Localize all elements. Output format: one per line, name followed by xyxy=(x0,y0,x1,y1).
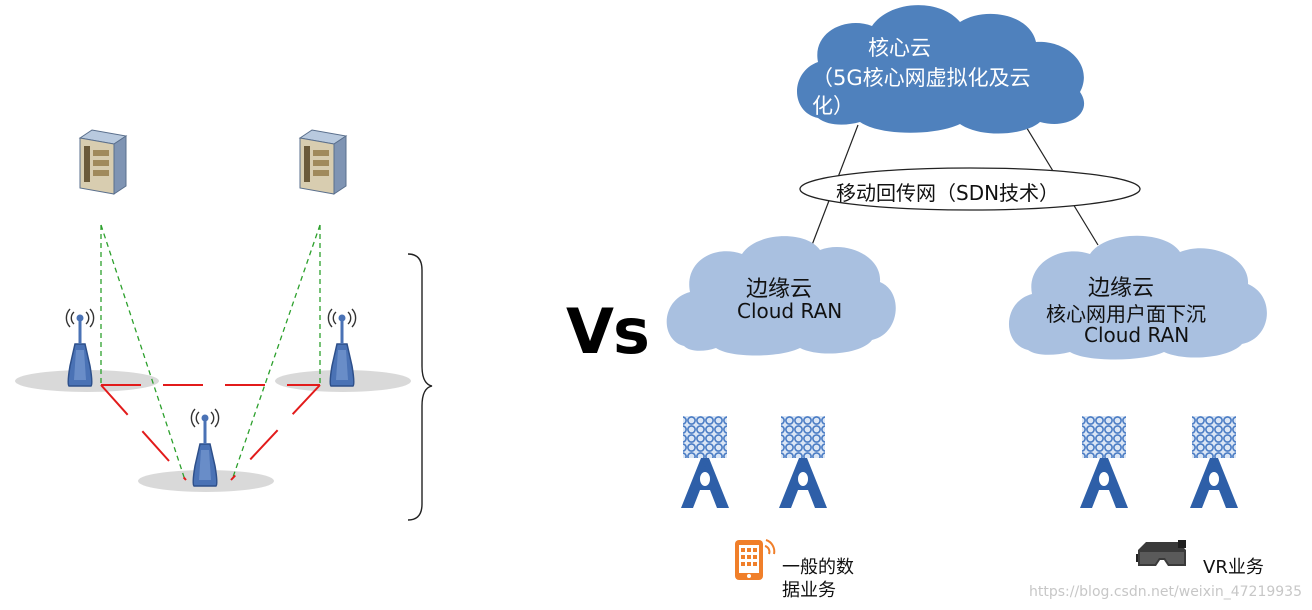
core-cloud-subtitle-line1: （5G核心网虚拟化及云 xyxy=(812,66,1031,90)
server-icon-right xyxy=(299,129,347,195)
edge-cloud-left-shape xyxy=(666,236,896,356)
edge-cloud-right-title: 边缘云 xyxy=(1088,276,1155,301)
cell-tower-icon xyxy=(1080,416,1128,508)
edge-cloud-left-title: 边缘云 xyxy=(746,277,813,302)
vs-label: Vs xyxy=(566,295,650,368)
backhaul-ellipse xyxy=(799,167,1141,211)
core-cloud-title: 核心云 xyxy=(868,36,931,60)
green-dashed-links xyxy=(100,224,321,481)
curly-brace xyxy=(407,253,433,521)
smartphone-icon xyxy=(735,539,776,580)
cell-tower-icon xyxy=(1190,416,1238,508)
service-left-line2: 据业务 xyxy=(782,580,836,601)
cell-tower-icon xyxy=(779,416,827,508)
edge-cloud-right-subtitle-line1: 核心网用户面下沉 xyxy=(1046,302,1206,326)
backhaul-label: 移动回传网（SDN技术） xyxy=(836,181,1060,205)
vr-headset-icon xyxy=(1136,540,1186,566)
access-point-icon-center xyxy=(189,407,221,488)
core-cloud-shape xyxy=(797,5,1085,134)
service-left-line1: 一般的数 xyxy=(782,557,854,578)
service-right-label: VR业务 xyxy=(1203,557,1264,578)
left-topology xyxy=(15,129,433,521)
core-cloud-subtitle-line2: 化） xyxy=(812,94,854,118)
edge-cloud-right-shape xyxy=(1008,235,1267,360)
access-point-icon-right xyxy=(326,307,358,388)
cell-tower-icon xyxy=(681,416,729,508)
red-dashed-links xyxy=(100,384,321,481)
access-point-icon-left xyxy=(64,307,96,388)
server-icon-left xyxy=(79,129,127,195)
edge-cloud-left-subtitle: Cloud RAN xyxy=(737,299,843,323)
right-topology xyxy=(666,5,1267,580)
watermark-text: https://blog.csdn.net/weixin_47219935 xyxy=(1028,584,1302,600)
edge-cloud-right-subtitle-line2: Cloud RAN xyxy=(1084,323,1190,347)
